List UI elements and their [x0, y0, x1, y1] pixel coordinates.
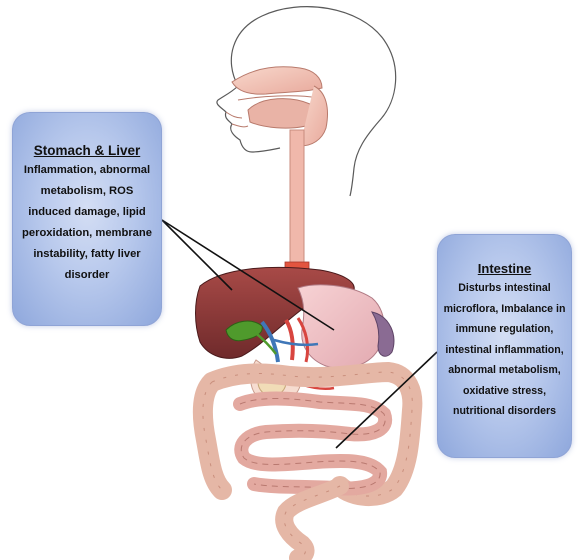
- artery: [286, 320, 293, 360]
- intestine-title: Intestine: [441, 261, 568, 276]
- intestine-callout: Intestine Disturbs intestinal microflora…: [437, 234, 572, 458]
- nasal-cavity: [232, 67, 322, 94]
- head-outline: [217, 7, 396, 196]
- stomach-liver-callout: Stomach & Liver Inflammation, abnormal m…: [12, 112, 162, 326]
- rectum: [284, 486, 340, 558]
- lips: [226, 112, 248, 127]
- stomach-liver-leader-line-liver: [162, 220, 232, 290]
- intestine-description: Disturbs intestinal microflora, Imbalanc…: [441, 278, 568, 422]
- stomach: [298, 285, 384, 368]
- small-intestine: [240, 399, 385, 489]
- stomach-liver-title: Stomach & Liver: [18, 143, 156, 158]
- stomach-liver-description: Inflammation, abnormal metabolism, ROS i…: [18, 160, 156, 286]
